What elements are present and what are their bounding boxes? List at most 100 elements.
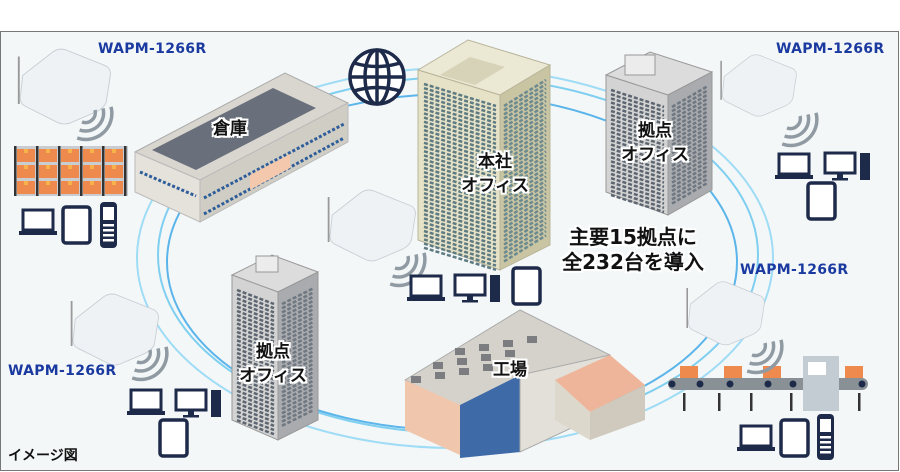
ap-model-label: WAPM-1266R [776,41,885,57]
box-icon [83,165,101,178]
roof-vent [481,354,491,361]
laptop-screen [21,208,55,232]
laptop-icon [19,208,57,235]
window-row [423,238,497,263]
window-row [423,82,497,108]
window-row [236,398,275,415]
box-tape [24,181,28,185]
window-row [236,326,275,343]
window-row [236,393,275,411]
window-row [503,91,547,120]
tablet-body [158,418,189,458]
window-row [610,105,665,125]
box-icon [39,149,57,162]
box-tape [46,165,50,169]
window-row [503,221,547,250]
window-row [503,146,547,175]
window-row [503,158,547,187]
window-row [671,156,709,180]
monitor-stand [467,296,473,300]
roof-vent [457,358,467,365]
window-row [236,297,275,314]
window-row [503,78,547,108]
window-row [671,164,709,188]
box-icon [61,181,79,194]
window-row [423,124,497,150]
box-icon [105,165,123,178]
box-tape [90,165,94,169]
window-row [610,156,665,176]
window-row [671,177,709,201]
window-row [503,95,547,124]
laptop-screen [129,388,163,412]
window-row [423,225,497,250]
window-row [236,414,275,432]
window-row [423,175,497,200]
box-tape [24,149,28,153]
window-row [423,162,497,187]
conveyor-icon [668,356,868,411]
window-row [610,139,665,159]
window-row [236,410,275,427]
roof-vent [483,364,493,371]
window-row [423,95,497,120]
window-row [671,152,709,176]
window-row [671,139,709,163]
window-row [610,147,665,167]
roof-vent [527,336,537,343]
access-point-icon [70,293,159,366]
handheld-keys [820,436,831,439]
window-row [503,112,547,141]
wifi-waves-icon [781,112,819,148]
roof-vent [459,368,469,375]
window-row [671,93,709,117]
conveyor-leg [683,393,686,411]
window-row [423,183,497,208]
window-row [503,129,547,158]
laptop-screen [777,152,811,176]
window-row [503,188,547,217]
window-row [671,89,709,113]
handheld-screen [820,419,831,432]
box-icon [845,366,863,378]
window-row [423,242,497,267]
box-icon [83,149,101,162]
box-icon [61,149,79,162]
storage-shelf-icon [14,146,128,196]
laptop-base [775,175,813,179]
window-row [423,103,497,129]
tablet-body [61,205,92,245]
ap-model-label: WAPM-1266R [98,41,207,57]
box-icon [61,165,79,178]
monitor [823,151,857,175]
monitor [453,273,487,297]
window-row [610,164,665,184]
wifi-wave [781,112,819,148]
window-row [610,126,665,146]
wifi-wave [131,346,169,382]
handheld-screen [103,207,114,220]
window-row [610,109,665,130]
box-tape [46,149,50,153]
window-row [610,97,665,117]
window-row [423,133,497,158]
window-row [236,343,275,360]
monitor-stand [188,411,194,415]
factory-building [403,309,645,458]
window-row [503,171,547,200]
window-row [236,293,275,310]
window-row [610,135,665,155]
window-row [236,347,275,364]
access-point-icon [327,189,416,262]
window-row [610,177,665,197]
wifi-wave [394,255,411,271]
desktop-pc-icon [823,151,870,181]
window-row [423,204,497,229]
roof-vent [479,344,489,351]
roof-vent [433,362,443,369]
window-row [503,225,547,255]
handheld-keys [103,224,114,227]
access-point-icon [720,54,797,117]
desktop-pc-icon [174,388,221,418]
window-row [423,120,497,145]
